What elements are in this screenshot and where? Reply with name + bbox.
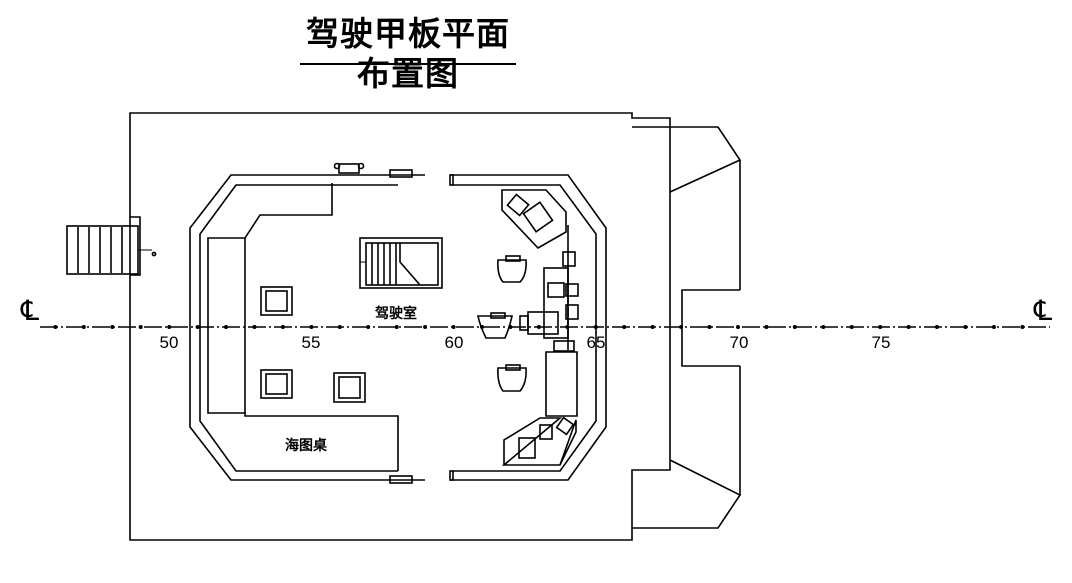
frame-tick (224, 325, 228, 329)
accommodation-ladder (66, 216, 157, 276)
frame-tick (480, 325, 484, 329)
frame-tick (167, 325, 172, 329)
console-port (501, 351, 578, 466)
helm-chair-upper (497, 255, 527, 283)
deck-outline (129, 112, 671, 541)
frame-tick (138, 325, 143, 329)
chair-lower-left (260, 369, 293, 399)
frame-tick (508, 325, 513, 329)
frame-tick (280, 325, 285, 329)
frame-tick (394, 325, 399, 329)
frame-tick (821, 325, 826, 329)
frame-tick (764, 325, 769, 329)
frame-tick (849, 325, 854, 329)
wheelhouse-wall (189, 174, 607, 481)
frame-tick (252, 325, 257, 329)
frame-tick (195, 325, 200, 329)
roof-fitting (333, 162, 365, 174)
frame-tick (650, 325, 655, 329)
frame-tick (935, 325, 939, 329)
frame-number: 60 (445, 333, 464, 352)
aft-partition (207, 183, 399, 471)
frame-tick (337, 325, 342, 329)
frame-number: 55 (302, 333, 321, 352)
frame-tick (53, 325, 58, 329)
frame-tick (792, 325, 797, 329)
frame-tick (366, 325, 371, 329)
frame-number: 50 (160, 333, 179, 352)
title-underline (300, 63, 516, 65)
frame-tick (1020, 325, 1025, 329)
stairway (359, 237, 443, 289)
room-label-wheelhouse: 驾驶室 (374, 305, 417, 322)
frame-tick (536, 325, 541, 329)
frame-tick (963, 325, 968, 329)
frame-tick (81, 325, 86, 329)
centerline-symbol-aft: ℄ (20, 294, 39, 327)
centerline (40, 325, 1050, 329)
frame-tick (991, 325, 996, 329)
frame-tick (906, 325, 911, 329)
frame-number: 70 (730, 333, 749, 352)
frame-tick (565, 325, 570, 329)
chair-upper (260, 286, 293, 316)
frame-tick (110, 325, 115, 329)
frame-tick (679, 325, 684, 329)
helm-chair-lower (497, 364, 527, 392)
steering-console (519, 225, 579, 352)
frame-number: 75 (872, 333, 891, 352)
frame-tick (423, 325, 428, 329)
frame-tick (593, 325, 598, 329)
frame-tick (309, 325, 314, 329)
frame-tick (622, 325, 627, 329)
frame-tick (736, 325, 740, 329)
door-aft-starboard (389, 169, 413, 178)
drawing-title: 驾驶甲板平面布置图 (306, 14, 510, 93)
centerline-symbol-fwd: ℄ (1033, 294, 1052, 327)
frame-tick (878, 325, 883, 329)
frame-number: 65 (587, 333, 606, 352)
door-aft-port (389, 475, 413, 484)
console-starboard (501, 189, 567, 250)
helm-chair-center (477, 312, 513, 339)
frame-tick (707, 325, 712, 329)
frame-tick (451, 325, 456, 329)
chair-lower-right (333, 372, 366, 403)
room-label-chart-table: 海图桌 (285, 437, 328, 454)
